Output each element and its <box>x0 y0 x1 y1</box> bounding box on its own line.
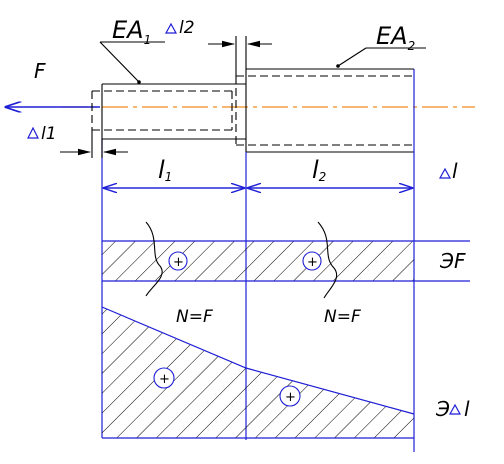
normal-force-1-label: N=F <box>176 307 213 327</box>
bar-segment-1 <box>91 83 246 140</box>
svg-text:l1: l1 <box>41 124 57 144</box>
displacement-diagram-label: Э l <box>435 397 470 421</box>
ea1-label: EA1 <box>112 16 151 47</box>
svg-text:l2: l2 <box>179 18 195 38</box>
ea2-leader-tail <box>337 47 367 67</box>
plus-sign-displacement-2: + <box>285 390 296 405</box>
svg-text:l: l <box>452 159 458 183</box>
delta-l2-dimension <box>208 36 272 76</box>
delta-l-label: l <box>438 159 458 183</box>
plus-circle-displacement-2 <box>279 385 301 407</box>
ea1-leader-dot <box>137 80 141 84</box>
force-label: F <box>34 59 46 83</box>
delta-icon <box>438 167 452 179</box>
displacement-diagram <box>101 306 415 439</box>
ea1-leader-tail <box>99 41 140 83</box>
plus-circle-force-2 <box>302 251 322 271</box>
plus-sign-force-1: + <box>173 255 184 270</box>
svg-text:l: l <box>464 397 470 421</box>
delta-l1-label: l1 <box>27 124 57 144</box>
delta-icon <box>164 22 178 34</box>
delta-icon <box>448 403 462 415</box>
axial-force-diagram-label: ЭF <box>439 249 466 273</box>
delta-l1-dimension <box>60 130 128 158</box>
plus-sign-displacement-1: + <box>159 372 170 387</box>
delta-l2-label: l2 <box>164 18 195 38</box>
bar-segment-2 <box>235 68 414 153</box>
plus-circle-force-1 <box>168 251 188 271</box>
ea2-label: EA2 <box>376 22 415 53</box>
delta-icon <box>27 126 39 139</box>
axial-force-diagram <box>102 221 470 299</box>
ea2-leader-dot <box>336 64 340 68</box>
svg-text:Э: Э <box>435 397 450 421</box>
plus-circle-displacement-1 <box>153 367 175 389</box>
normal-force-2-label: N=F <box>324 307 361 327</box>
plus-sign-force-2: + <box>307 255 318 270</box>
length-2-label: l2 <box>312 156 326 184</box>
length-1-label: l1 <box>158 156 172 184</box>
